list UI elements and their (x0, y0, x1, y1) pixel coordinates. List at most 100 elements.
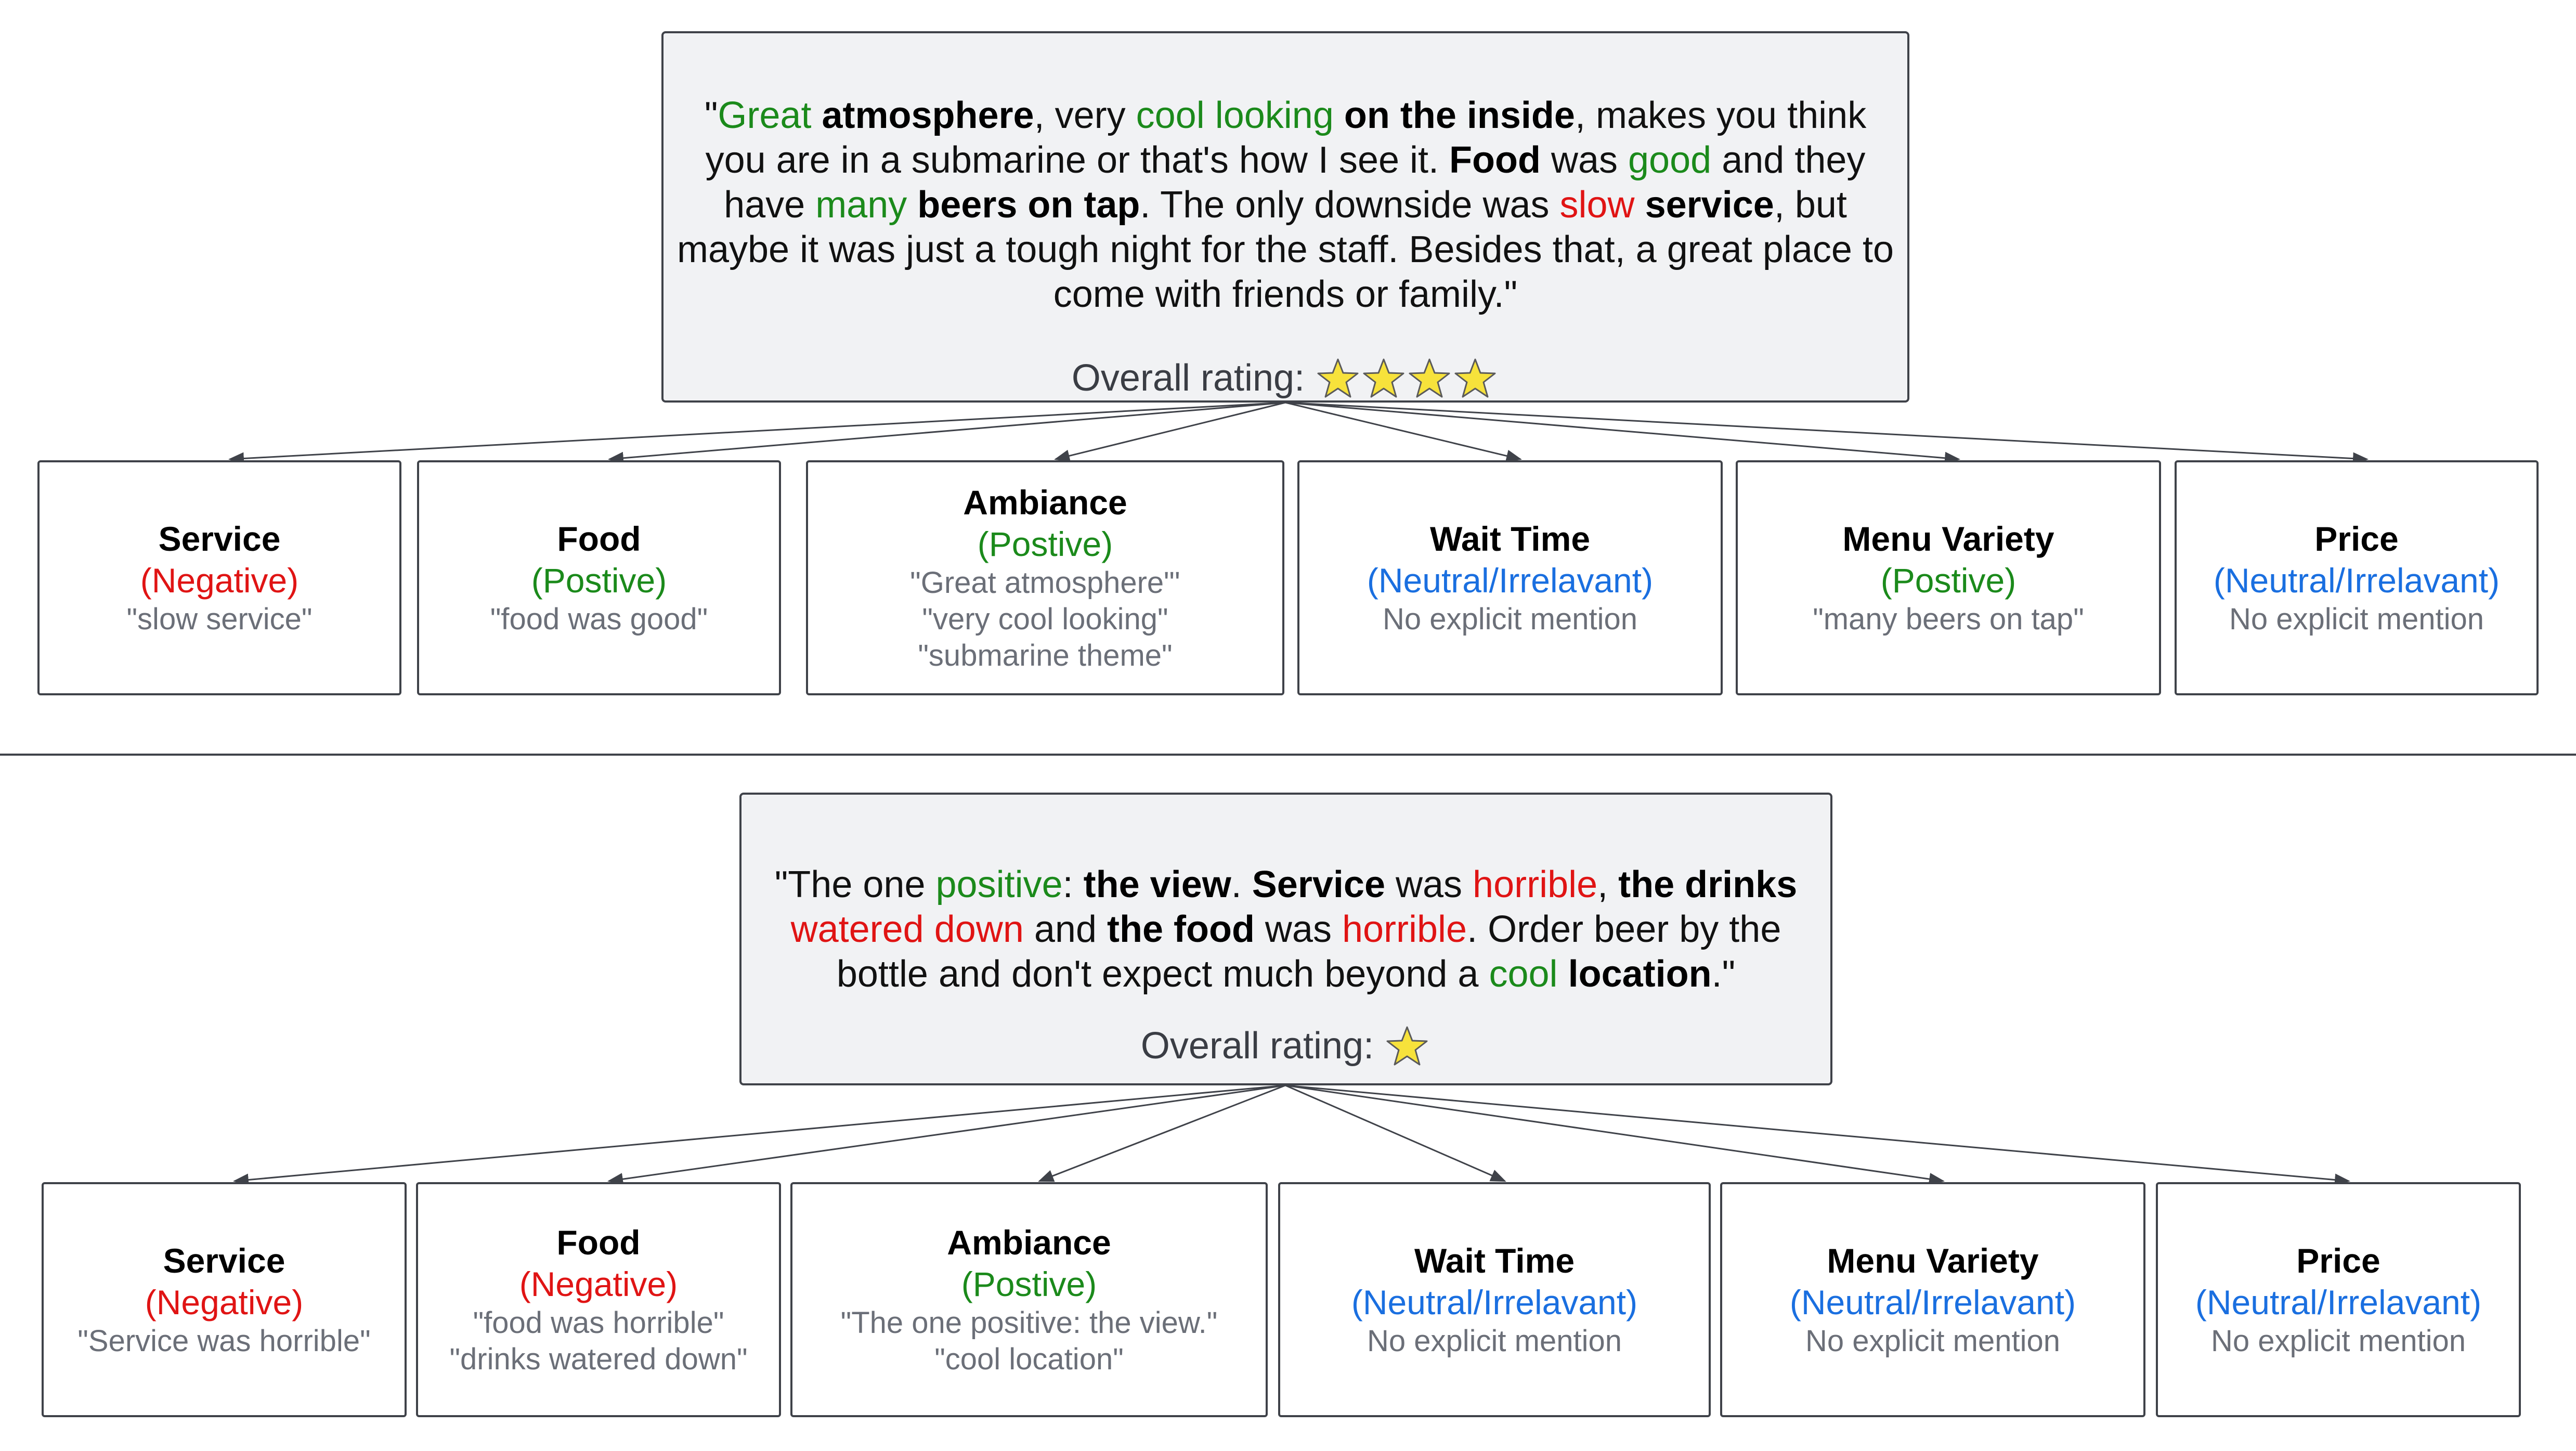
overall-rating-label: Overall rating: (1140, 1025, 1374, 1067)
aspect-evidence: "submarine theme" (918, 639, 1173, 672)
aspect-term: on the inside (1344, 95, 1575, 136)
review-text-segment: was (1540, 139, 1629, 181)
review-text-segment: , (1597, 864, 1619, 905)
aspect-name: Price (2314, 520, 2399, 558)
aspect-sentiment: (Neutral/Irrelavant) (1367, 561, 1654, 600)
aspect-card-food: Food(Postive)"food was good" (417, 460, 781, 695)
arrow-to-service (228, 401, 1286, 465)
aspect-evidence: No explicit mention (1367, 1324, 1622, 1358)
aspect-evidence: "The one positive: the view." (840, 1306, 1218, 1340)
aspect-sentiment: (Neutral/Irrelavant) (1351, 1283, 1638, 1322)
aspect-name: Ambiance (947, 1223, 1111, 1262)
overall-rating: Overall rating: (741, 1024, 1830, 1068)
aspect-evidence: "food was good" (490, 602, 708, 636)
review-text-segment (907, 184, 917, 226)
star-icon (1409, 358, 1450, 398)
review-text-segment: . (1231, 864, 1252, 905)
review-text-segment: , very (1034, 95, 1136, 136)
negative-opinion-term: watered down (790, 909, 1024, 950)
star-rating (1316, 357, 1499, 399)
aspect-evidence: "Great atmosphere"' (910, 566, 1180, 600)
aspect-sentiment: (Postive) (977, 525, 1113, 563)
review-text-segment: "The one (774, 864, 936, 905)
review-text-segment: was (1385, 864, 1473, 905)
aspect-name: Ambiance (963, 483, 1127, 522)
arrow-to-wait-time (1285, 401, 1522, 462)
aspect-evidence: No explicit mention (1805, 1324, 2060, 1358)
aspect-sentiment: (Postive) (961, 1265, 1097, 1303)
aspect-card-price: Price(Neutral/Irrelavant)No explicit men… (2175, 460, 2539, 695)
review-text-segment (1334, 95, 1344, 136)
aspect-evidence: "slow service" (126, 602, 313, 636)
aspect-sentiment: (Negative) (145, 1283, 304, 1322)
aspect-sentiment: (Postive) (531, 561, 667, 600)
aspect-card-menu-variety: Menu Variety(Neutral/Irrelavant)No expli… (1720, 1182, 2145, 1417)
review-text-segment: , but maybe it was just a tough night fo… (676, 184, 1894, 315)
overall-rating: Overall rating: (663, 356, 1907, 400)
section-divider (0, 754, 2576, 756)
aspect-sentiment: (Neutral/Irrelavant) (1789, 1283, 2076, 1322)
arrow-to-wait-time (1285, 1084, 1506, 1182)
arrow-to-price (1285, 401, 2369, 465)
aspect-card-service: Service(Negative)"slow service" (37, 460, 401, 695)
aspect-card-wait-time: Wait Time(Neutral/Irrelavant)No explicit… (1297, 460, 1723, 695)
aspect-sentiment: (Negative) (140, 561, 299, 600)
review-text-segment: . Order beer by the bottle and don't exp… (836, 909, 1781, 995)
aspect-name: Service (163, 1241, 285, 1280)
aspect-evidence: "food was horrible" (473, 1306, 724, 1340)
arrow-to-ambiance (1038, 1084, 1286, 1182)
negative-opinion-term: horrible (1473, 864, 1598, 905)
aspect-sentiment: (Neutral/Irrelavant) (2213, 561, 2500, 600)
arrow-to-ambiance (1054, 401, 1286, 462)
aspect-name: Price (2296, 1241, 2380, 1280)
aspect-name: Food (557, 520, 641, 558)
review-text-segment: " (704, 95, 718, 136)
aspect-name: Service (158, 520, 281, 558)
review-text-segment (1558, 953, 1568, 995)
aspect-evidence: No explicit mention (2211, 1324, 2466, 1358)
positive-opinion-term: good (1628, 139, 1712, 181)
arrow-to-menu-variety (1285, 1084, 1945, 1185)
arrow-to-food (607, 1084, 1286, 1186)
aspect-card-price: Price(Neutral/Irrelavant)No explicit men… (2156, 1182, 2521, 1417)
aspect-sentiment: (Negative) (519, 1265, 678, 1303)
aspect-name: Menu Variety (1827, 1241, 2039, 1280)
review-text-segment: . The only downside was (1140, 184, 1560, 226)
star-icon (1363, 358, 1404, 398)
star-rating (1385, 1025, 1431, 1067)
review-text: "The one positive: the view. Service was… (741, 862, 1830, 996)
arrow-to-service (233, 1084, 1286, 1186)
aspect-term: the food (1107, 909, 1255, 950)
review-text-segment: was (1254, 909, 1342, 950)
positive-opinion-term: Great (718, 95, 812, 136)
aspect-sentiment: (Postive) (1880, 561, 2016, 600)
positive-opinion-term: many (815, 184, 907, 226)
aspect-card-menu-variety: Menu Variety(Postive)"many beers on tap" (1736, 460, 2161, 695)
aspect-name: Wait Time (1414, 1241, 1575, 1280)
review-text-segment: and (1023, 909, 1107, 950)
aspect-card-wait-time: Wait Time(Neutral/Irrelavant)No explicit… (1278, 1182, 1711, 1417)
aspect-term: Service (1252, 864, 1385, 905)
aspect-evidence: "drinks watered down" (449, 1342, 748, 1376)
aspect-term: atmosphere (822, 95, 1034, 136)
aspect-term: location (1568, 953, 1712, 995)
aspect-evidence: "cool location" (934, 1342, 1124, 1376)
aspect-name: Menu Variety (1842, 520, 2054, 558)
star-icon (1454, 358, 1496, 398)
aspect-card-food: Food(Negative)"food was horrible""drinks… (416, 1182, 781, 1417)
aspect-card-ambiance: Ambiance(Postive)"Great atmosphere"'"ver… (806, 460, 1284, 695)
aspect-card-ambiance: Ambiance(Postive)"The one positive: the … (790, 1182, 1268, 1417)
aspect-name: Wait Time (1429, 520, 1591, 558)
positive-opinion-term: cool (1489, 953, 1558, 995)
review-text-segment: and they have (724, 139, 1866, 226)
positive-opinion-term: positive (935, 864, 1063, 905)
aspect-term: beers on tap (917, 184, 1140, 226)
aspect-sentiment: (Neutral/Irrelavant) (2195, 1283, 2482, 1322)
star-icon (1317, 358, 1359, 398)
negative-opinion-term: horrible (1342, 909, 1467, 950)
aspect-evidence: "many beers on tap" (1813, 602, 2084, 636)
negative-opinion-term: slow (1559, 184, 1635, 226)
review-box: "Great atmosphere, very cool looking on … (661, 31, 1909, 403)
arrow-to-menu-variety (1285, 401, 1960, 464)
review-text-segment: ." (1711, 953, 1736, 995)
